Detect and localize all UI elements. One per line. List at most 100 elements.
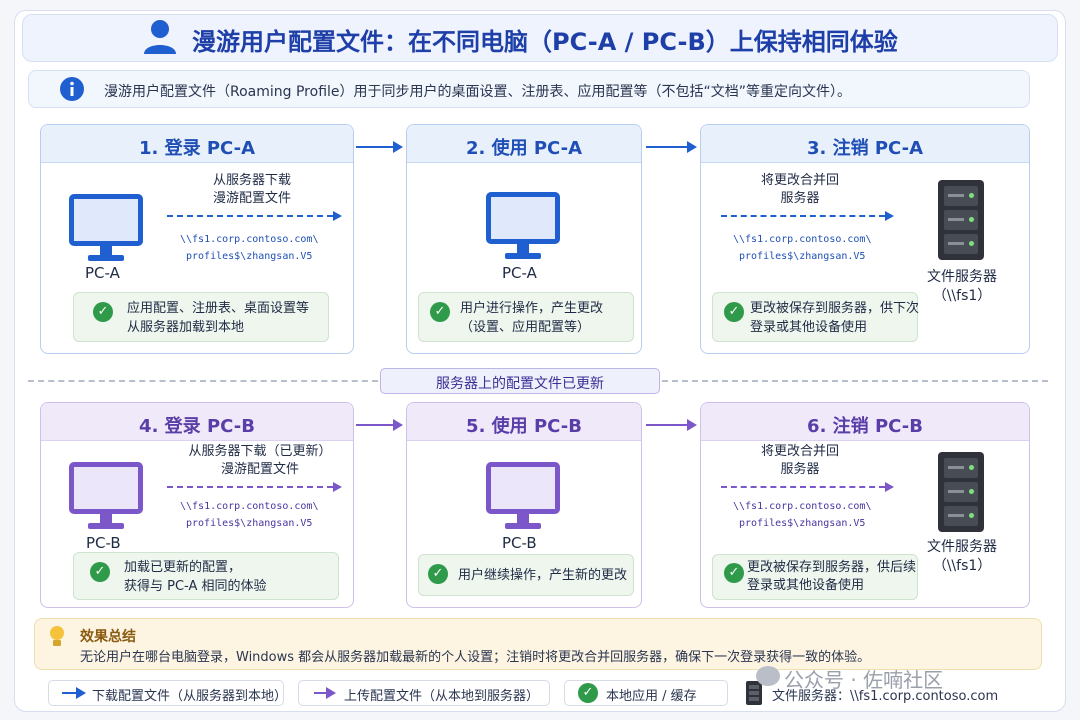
profile-path-1: \\fs1.corp.contoso.com\ bbox=[733, 501, 872, 512]
pc-label: PC-A bbox=[85, 264, 120, 282]
step-title: 1. 登录 PC-A bbox=[138, 138, 256, 159]
step-note bbox=[73, 292, 329, 342]
flow-arrow-4-5 bbox=[356, 424, 394, 426]
action-line-2: 服务器 bbox=[780, 191, 820, 206]
flow-arrow-1-2 bbox=[356, 146, 394, 148]
flow-arrow-head bbox=[687, 141, 697, 153]
lightbulb-icon-base bbox=[53, 640, 61, 646]
summary-box bbox=[34, 618, 1042, 670]
profile-path-2: profiles$\zhangsan.V5 bbox=[186, 251, 313, 262]
server-label-1: 文件服务器 bbox=[927, 269, 997, 285]
flow-arrow-2-3 bbox=[646, 146, 688, 148]
step-title: 2. 使用 PC-A bbox=[465, 138, 583, 159]
flow-arrow-head bbox=[393, 141, 403, 153]
step-card-header: 3. 注销 PC-A bbox=[701, 125, 1029, 163]
note-line-1: 更改被保存到服务器，供后续 bbox=[747, 560, 917, 575]
wechat-icon bbox=[756, 666, 780, 686]
check-icon: ✓ bbox=[578, 683, 598, 703]
legend-upload bbox=[298, 680, 550, 706]
lightbulb-icon bbox=[50, 626, 64, 640]
note-line-2: 从服务器加载到本地 bbox=[127, 320, 245, 335]
download-arrow bbox=[167, 215, 333, 217]
step-title: 4. 登录 PC-B bbox=[139, 416, 255, 437]
check-icon: ✓ bbox=[724, 563, 744, 583]
note-line-1: 用户继续操作，产生新的更改 bbox=[458, 568, 628, 583]
note-line-1: 加载已更新的配置， bbox=[124, 560, 242, 575]
separator-badge bbox=[380, 368, 660, 394]
profile-path-2: profiles$\zhangsan.V5 bbox=[739, 251, 866, 262]
info-bar bbox=[28, 70, 1030, 108]
server-icon bbox=[938, 452, 984, 532]
flow-arrow-5-6 bbox=[646, 424, 688, 426]
check-icon: ✓ bbox=[90, 562, 110, 582]
note-line-2: 获得与 PC-A 相同的体验 bbox=[124, 579, 267, 594]
server-label-1: 文件服务器 bbox=[927, 539, 997, 555]
note-line-1: 应用配置、注册表、桌面设置等 bbox=[127, 301, 310, 316]
upload-arrow bbox=[721, 486, 885, 488]
page-title: 漫游用户配置文件：在不同电脑（PC-A / PC-B）上保持相同体验 bbox=[192, 28, 898, 56]
title-bar bbox=[22, 14, 1058, 62]
separator-line-right bbox=[662, 380, 1048, 382]
action-line-2: 漫游配置文件 bbox=[220, 462, 299, 477]
info-icon bbox=[60, 77, 84, 101]
profile-path-1: \\fs1.corp.contoso.com\ bbox=[180, 501, 319, 512]
download-arrow-head bbox=[333, 211, 342, 221]
action-line-2: 服务器 bbox=[780, 462, 820, 477]
step-title: 3. 注销 PC-A bbox=[806, 138, 924, 159]
legend-download-arrow-head bbox=[76, 687, 86, 699]
check-icon: ✓ bbox=[430, 302, 450, 322]
server-icon bbox=[938, 180, 984, 260]
legend-upload-arrow bbox=[314, 692, 328, 694]
check-icon: ✓ bbox=[724, 302, 744, 322]
action-line-2: 漫游配置文件 bbox=[212, 191, 291, 206]
note-line-2: 登录或其他设备使用 bbox=[747, 578, 865, 593]
action-line-1: 从服务器下载（已更新） bbox=[188, 444, 332, 459]
legend-download-arrow bbox=[62, 692, 78, 694]
upload-arrow-head bbox=[885, 482, 894, 492]
note-line-2: 登录或其他设备使用 bbox=[750, 320, 868, 335]
step-note bbox=[712, 554, 918, 600]
step-note bbox=[73, 552, 339, 600]
step-title: 6. 注销 PC-B bbox=[807, 416, 923, 437]
pc-label: PC-A bbox=[502, 264, 537, 282]
check-icon: ✓ bbox=[428, 564, 448, 584]
legend-download bbox=[48, 680, 284, 706]
separator-line-left bbox=[28, 380, 378, 382]
step-card-header: 6. 注销 PC-B bbox=[701, 403, 1029, 441]
download-arrow-head bbox=[333, 482, 342, 492]
step-card-header: 4. 登录 PC-B bbox=[41, 403, 353, 441]
step-note bbox=[418, 554, 634, 596]
watermark: 公众号 · 佐喃社区 bbox=[784, 668, 944, 692]
check-icon: ✓ bbox=[93, 302, 113, 322]
server-label-2: （\\fs1） bbox=[932, 558, 992, 574]
legend-upload-label: 上传配置文件（从本地到服务器） bbox=[344, 689, 540, 704]
legend-upload-arrow-head bbox=[326, 687, 336, 699]
pc-label: PC-B bbox=[86, 534, 121, 552]
download-arrow bbox=[167, 486, 333, 488]
action-line-1: 将更改合并回 bbox=[760, 444, 839, 459]
step-card-header: 1. 登录 PC-A bbox=[41, 125, 353, 163]
upload-arrow-head bbox=[885, 211, 894, 221]
separator-text: 服务器上的配置文件已更新 bbox=[436, 376, 604, 392]
info-text: 漫游用户配置文件（Roaming Profile）用于同步用户的桌面设置、注册表… bbox=[104, 84, 852, 100]
server-icon bbox=[746, 681, 762, 705]
legend-download-label: 下载配置文件（从服务器到本地） bbox=[92, 689, 288, 704]
summary-text: 无论用户在哪台电脑登录，Windows 都会从服务器加载最新的个人设置；注销时将… bbox=[80, 650, 871, 665]
step-card-header: 5. 使用 PC-B bbox=[407, 403, 641, 441]
profile-path-1: \\fs1.corp.contoso.com\ bbox=[733, 234, 872, 245]
legend-server-label: 文件服务器：\\fs1.corp.contoso.com bbox=[772, 689, 999, 704]
pc-label: PC-B bbox=[502, 534, 537, 552]
user-icon bbox=[144, 20, 176, 54]
legend-local-label: 本地应用 / 缓存 bbox=[606, 689, 697, 704]
step-note bbox=[712, 292, 918, 342]
profile-path-2: profiles$\zhangsan.V5 bbox=[186, 518, 313, 529]
action-line-1: 从服务器下载 bbox=[212, 173, 291, 188]
step-card-header: 2. 使用 PC-A bbox=[407, 125, 641, 163]
server-label-2: （\\fs1） bbox=[932, 288, 992, 304]
upload-arrow bbox=[721, 215, 885, 217]
step-note bbox=[418, 292, 634, 342]
profile-path-2: profiles$\zhangsan.V5 bbox=[739, 518, 866, 529]
action-line-1: 将更改合并回 bbox=[760, 173, 839, 188]
note-line-2: （设置、应用配置等） bbox=[460, 320, 591, 335]
note-line-1: 更改被保存到服务器，供下次 bbox=[750, 301, 920, 316]
